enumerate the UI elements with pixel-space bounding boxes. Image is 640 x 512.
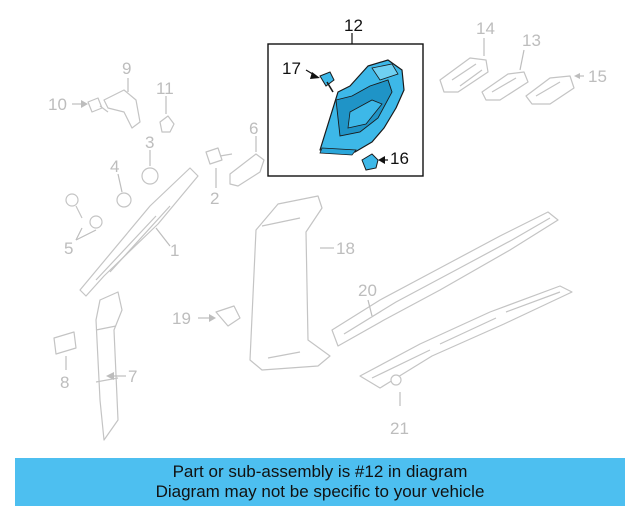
part-10[interactable]: 10 — [48, 95, 109, 114]
part-12-box — [267, 43, 424, 177]
part-13[interactable]: 13 — [481, 31, 541, 101]
callout-11[interactable]: 11 — [156, 79, 174, 98]
part-4[interactable]: 4 — [110, 157, 132, 208]
callout-15[interactable]: 15 — [588, 67, 607, 86]
callout-6[interactable]: 6 — [249, 119, 258, 138]
part-3[interactable]: 3 — [141, 133, 159, 185]
callout-13[interactable]: 13 — [522, 31, 541, 50]
banner-line-1: Part or sub-assembly is #12 in diagram — [172, 462, 468, 481]
callout-17[interactable]: 17 — [282, 59, 301, 78]
part-5[interactable]: 5 — [64, 193, 103, 258]
part-21[interactable]: 21 — [359, 285, 573, 438]
callout-19[interactable]: 19 — [172, 309, 191, 328]
callout-21[interactable]: 21 — [390, 419, 409, 438]
part-19[interactable]: 19 — [172, 305, 241, 328]
part-8[interactable]: 8 — [53, 331, 77, 392]
callout-5[interactable]: 5 — [64, 239, 73, 258]
part-9[interactable]: 9 — [103, 59, 141, 129]
screw-17[interactable]: 17 — [282, 59, 335, 93]
part-7[interactable]: 7 — [95, 291, 137, 441]
part-18[interactable]: 18 — [249, 195, 355, 371]
info-banner: Part or sub-assembly is #12 in diagram D… — [15, 458, 625, 506]
callout-1[interactable]: 1 — [170, 241, 179, 260]
callout-3[interactable]: 3 — [145, 133, 154, 152]
callout-8[interactable]: 8 — [60, 373, 69, 392]
callout-10[interactable]: 10 — [48, 95, 67, 114]
callout-4[interactable]: 4 — [110, 157, 119, 176]
callout-7[interactable]: 7 — [128, 367, 137, 386]
part-15[interactable]: 15 — [525, 67, 607, 105]
part-2[interactable]: 2 — [205, 147, 233, 208]
part-11[interactable]: 11 — [156, 79, 175, 133]
banner-line-2: Diagram may not be specific to your vehi… — [155, 482, 485, 501]
callout-12[interactable]: 12 — [344, 16, 363, 35]
callout-9[interactable]: 9 — [122, 59, 131, 78]
callout-16[interactable]: 16 — [390, 149, 409, 168]
part-6[interactable]: 6 — [229, 119, 265, 187]
callout-14[interactable]: 14 — [476, 19, 495, 38]
callout-2[interactable]: 2 — [210, 189, 219, 208]
clip-16[interactable]: 16 — [361, 149, 409, 171]
callout-20[interactable]: 20 — [358, 281, 377, 300]
part-20[interactable]: 20 — [331, 211, 559, 347]
callout-18[interactable]: 18 — [336, 239, 355, 258]
part-1[interactable]: 1 — [79, 167, 199, 297]
part-14[interactable]: 14 — [439, 19, 495, 93]
part-12-group[interactable]: 12 16 17 — [267, 16, 424, 177]
